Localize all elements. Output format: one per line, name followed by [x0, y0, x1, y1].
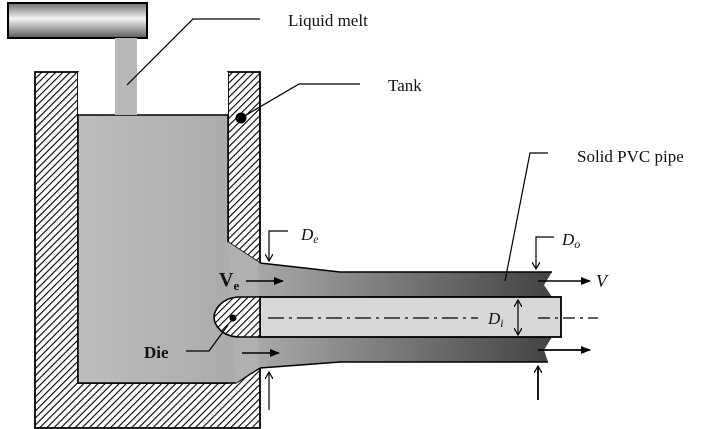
- piston-rod: [115, 38, 137, 115]
- label-solid-pvc-pipe: Solid PVC pipe: [577, 147, 684, 166]
- label-die: Die: [144, 343, 169, 362]
- de-dimension-arrow: [269, 230, 288, 261]
- label-di: Di: [487, 309, 504, 330]
- tank-leader: [240, 83, 360, 119]
- label-de: De: [300, 225, 319, 246]
- label-tank: Tank: [388, 76, 422, 95]
- piston-head: [7, 2, 148, 39]
- pipe-leader: [504, 152, 548, 282]
- tank-headspace: [78, 72, 228, 115]
- die-leader: [186, 324, 229, 352]
- label-v: V: [596, 271, 609, 291]
- label-ve: Ve: [219, 269, 239, 293]
- die-marker-dot: [229, 314, 237, 322]
- extruded-pipe-lower: [258, 337, 552, 368]
- do-dimension-arrow: [536, 236, 554, 269]
- tank-marker-dot: [235, 112, 247, 124]
- pipe-bore: [259, 296, 562, 338]
- die-mandrel: [213, 296, 261, 338]
- liquid-melt-leader: [126, 18, 260, 86]
- label-liquid-melt: Liquid melt: [288, 11, 368, 30]
- label-do: Do: [561, 230, 580, 251]
